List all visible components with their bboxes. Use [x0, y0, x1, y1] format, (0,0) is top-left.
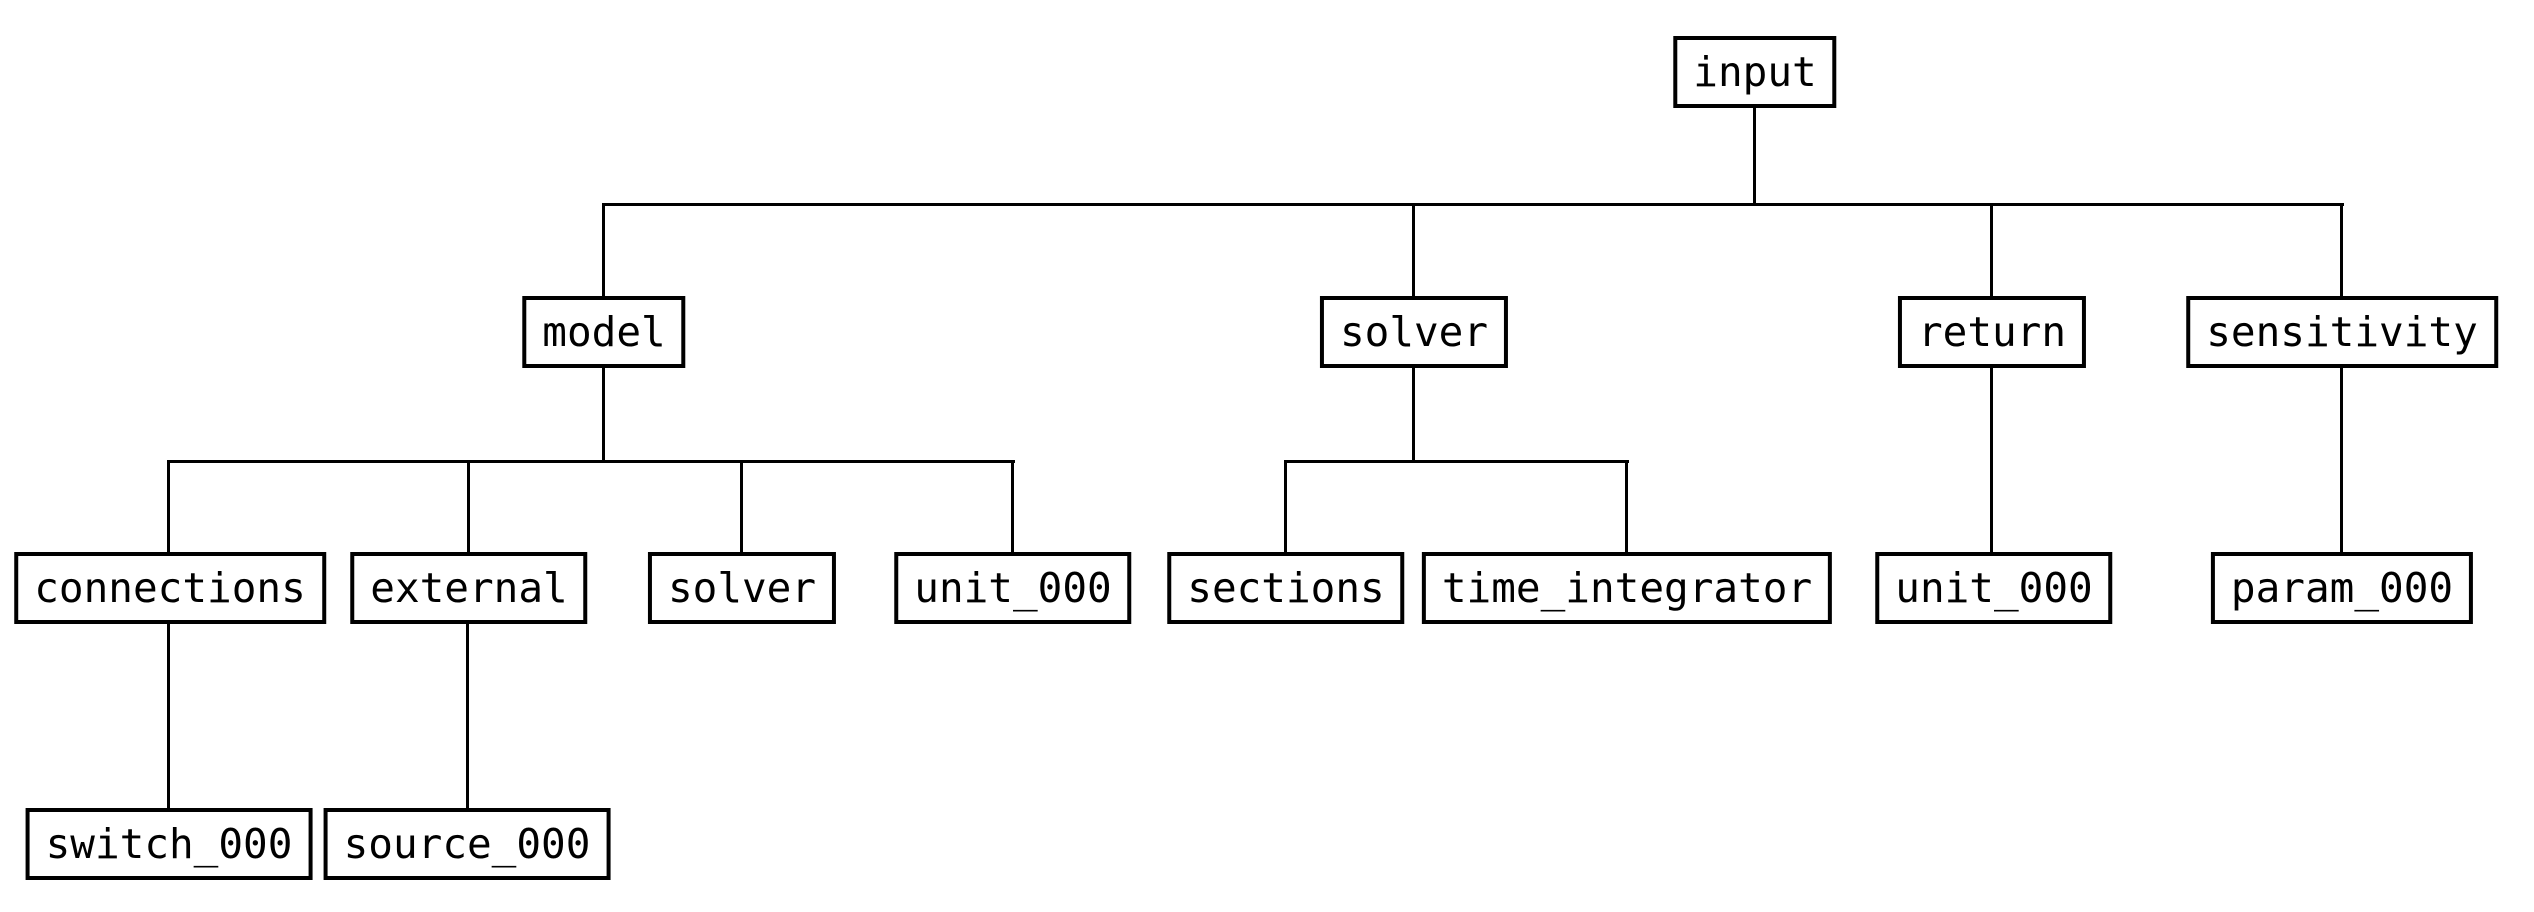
node-param-000: param_000: [2210, 552, 2474, 624]
node-return-unit-000: unit_000: [1875, 552, 2113, 624]
node-input: input: [1673, 36, 1837, 108]
node-model: model: [522, 296, 686, 368]
edge-rail-connections: [167, 460, 170, 556]
node-model-solver: solver: [647, 552, 837, 624]
edge-model-down: [602, 364, 605, 463]
node-source-000: source_000: [323, 808, 611, 880]
edge-rail-sections: [1284, 460, 1287, 556]
node-connections: connections: [14, 552, 326, 624]
edge-sensitivity-param-000: [2340, 364, 2343, 556]
edge-connections-switch-000: [167, 618, 170, 812]
edge-rail-external: [467, 460, 470, 556]
rail-model-children: [167, 460, 1015, 463]
node-model-unit-000: unit_000: [894, 552, 1132, 624]
edge-input-down: [1753, 106, 1756, 206]
edge-rail-solver: [1412, 203, 1415, 300]
edge-return-unit-000: [1990, 364, 1993, 556]
node-return: return: [1897, 296, 2087, 368]
edge-rail-time-integrator: [1625, 460, 1628, 556]
edge-rail-sensitivity: [2340, 203, 2343, 300]
node-sections: sections: [1167, 552, 1405, 624]
rail-solver-children: [1284, 460, 1629, 463]
edge-solver-down: [1412, 364, 1415, 463]
edge-rail-model: [602, 203, 605, 300]
node-external: external: [350, 552, 588, 624]
node-time-integrator: time_integrator: [1421, 552, 1833, 624]
edge-rail-return: [1990, 203, 1993, 300]
node-switch-000: switch_000: [25, 808, 313, 880]
edge-rail-model-solver: [740, 460, 743, 556]
edge-rail-model-unit-000: [1011, 460, 1014, 556]
node-solver: solver: [1319, 296, 1509, 368]
edge-external-source-000: [466, 618, 469, 812]
rail-input-children: [602, 203, 2344, 206]
node-sensitivity: sensitivity: [2186, 296, 2498, 368]
